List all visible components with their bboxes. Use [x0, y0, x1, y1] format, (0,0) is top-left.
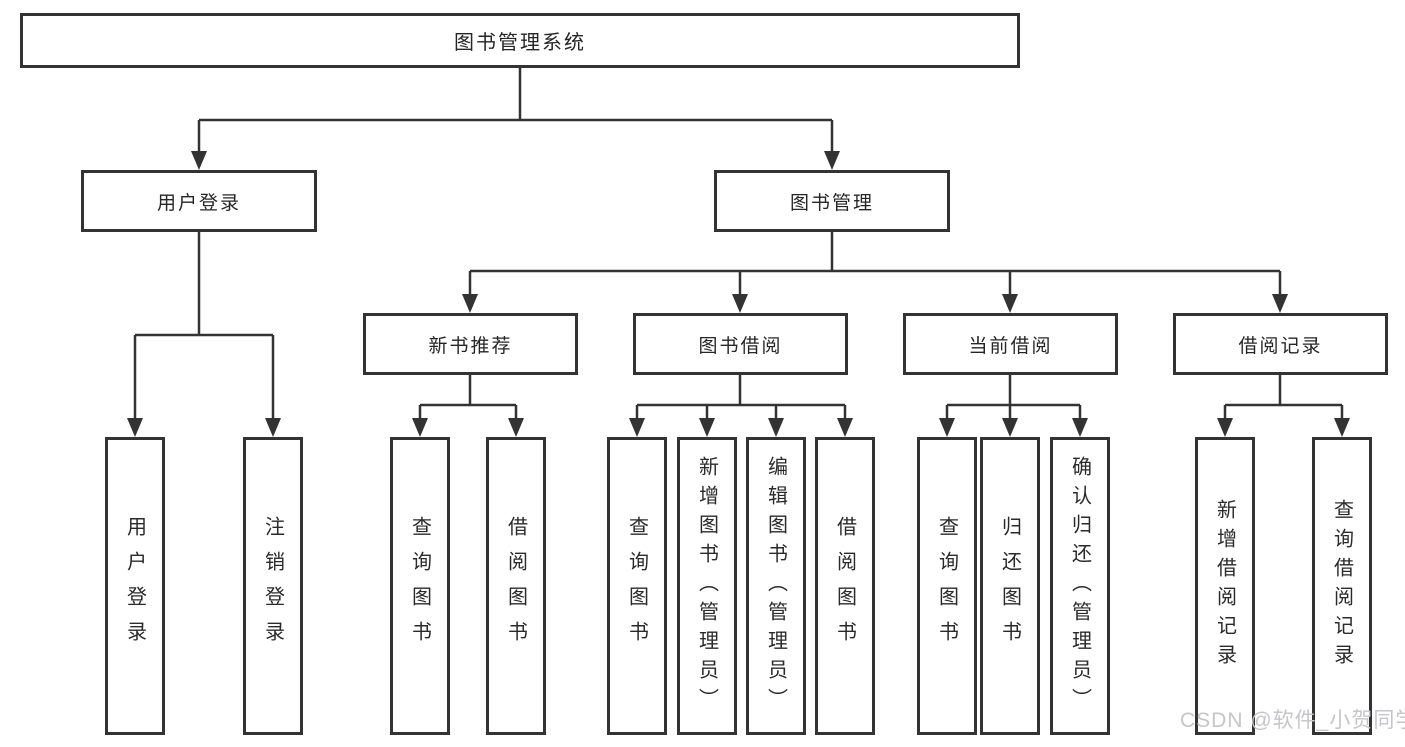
leaf-borrow-books-recommend: 借阅图书: [486, 437, 546, 735]
leaf-edit-books-admin: 编辑图书（管理员）: [746, 437, 806, 735]
node-library-system: 图书管理系统: [20, 13, 1020, 68]
leaf-query-books-borrow-label: 查询图书: [625, 516, 648, 656]
leaf-confirm-return-admin-label: 确认归还（管理员）: [1068, 455, 1091, 717]
node-user-login: 用户登录: [81, 170, 317, 232]
leaf-add-borrow-record: 新增借阅记录: [1195, 437, 1255, 735]
leaf-confirm-return-admin: 确认归还（管理员）: [1050, 437, 1110, 735]
node-library-system-label: 图书管理系统: [454, 32, 586, 54]
leaf-add-borrow-record-label: 新增借阅记录: [1213, 499, 1236, 673]
leaf-add-books-admin: 新增图书（管理员）: [677, 437, 737, 735]
leaf-borrow-books-label: 借阅图书: [833, 516, 856, 656]
leaf-query-borrow-record: 查询借阅记录: [1312, 437, 1372, 735]
csdn-watermark: CSDN @软件_小贺同学: [1180, 709, 1405, 732]
node-book-borrowing-label: 图书借阅: [698, 335, 783, 357]
leaf-query-books-current-label: 查询图书: [935, 516, 958, 656]
leaf-user-login-label: 用户登录: [123, 516, 146, 656]
node-new-book-recommend: 新书推荐: [363, 313, 578, 375]
leaf-query-borrow-record-label: 查询借阅记录: [1330, 499, 1353, 673]
leaf-return-books-label: 归还图书: [998, 516, 1021, 656]
node-borrowing-records: 借阅记录: [1173, 313, 1388, 375]
leaf-return-books: 归还图书: [980, 437, 1040, 735]
leaf-query-books-recommend: 查询图书: [390, 437, 450, 735]
node-current-borrowing-label: 当前借阅: [968, 335, 1053, 357]
arrowheads: [127, 151, 1350, 437]
node-new-book-recommend-label: 新书推荐: [428, 335, 513, 357]
leaf-user-login: 用户登录: [105, 437, 165, 735]
leaf-edit-books-admin-label: 编辑图书（管理员）: [764, 455, 787, 717]
leaf-logout-label: 注销登录: [261, 516, 284, 656]
leaf-query-books-recommend-label: 查询图书: [408, 516, 431, 656]
node-book-management: 图书管理: [714, 170, 950, 232]
node-book-borrowing: 图书借阅: [633, 313, 848, 375]
node-borrowing-records-label: 借阅记录: [1238, 335, 1323, 357]
node-book-management-label: 图书管理: [789, 192, 874, 214]
leaf-query-books-current: 查询图书: [917, 437, 977, 735]
leaf-borrow-books-recommend-label: 借阅图书: [504, 516, 527, 656]
leaf-borrow-books: 借阅图书: [815, 437, 875, 735]
leaf-add-books-admin-label: 新增图书（管理员）: [695, 455, 718, 717]
node-user-login-label: 用户登录: [156, 192, 241, 214]
leaf-logout: 注销登录: [243, 437, 303, 735]
leaf-query-books-borrow: 查询图书: [607, 437, 667, 735]
node-current-borrowing: 当前借阅: [903, 313, 1118, 375]
